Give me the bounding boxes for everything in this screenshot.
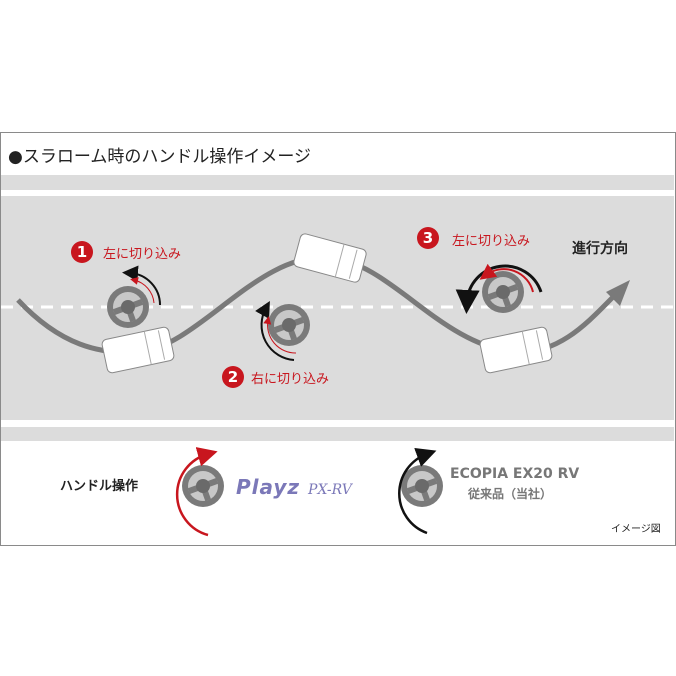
playz-brand: Playz [236,475,301,499]
image-note: イメージ図 [611,524,661,535]
steering-wheel-3 [455,263,543,314]
road [1,175,674,441]
competitor-note: 従来品（当社） [468,487,553,501]
legend-wheel-playz [175,447,224,537]
steering-wheel-2 [255,301,310,361]
step-1-label: 左に切り込み [103,247,182,262]
direction-label: 進行方向 [572,241,628,257]
playz-model: PX-RV [308,482,352,498]
legend-label: ハンドル操作 [60,479,139,494]
playz-logo: Playz PX-RV [236,475,352,499]
steering-wheel-1 [107,265,162,328]
competitor-name: ECOPIA EX20 RV [450,466,580,482]
step-2-label: 右に切り込み [251,372,330,387]
diagram-title: ●スラローム時のハンドル操作イメージ [8,147,311,167]
legend-wheel-ecopia [398,448,443,535]
step-3-badge: 3 [417,227,439,249]
direction-arrow-icon [606,280,630,306]
step-2-badge: 2 [222,366,244,388]
step-1-badge: 1 [71,241,93,263]
step-3-label: 左に切り込み [452,234,531,249]
